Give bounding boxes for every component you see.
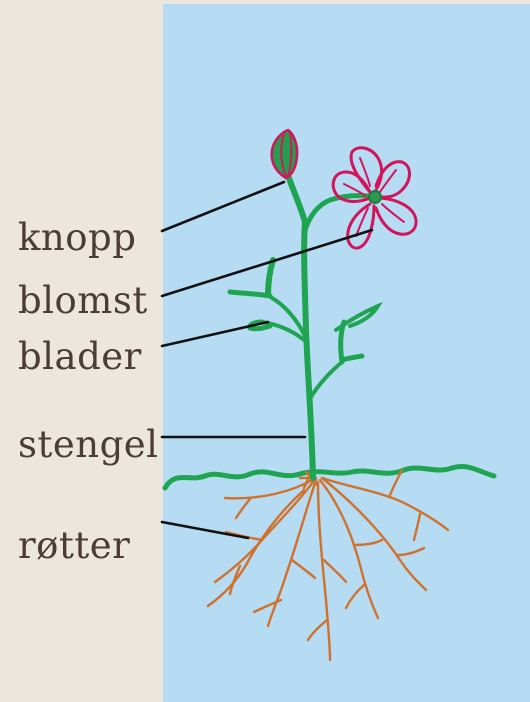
stem [230, 178, 378, 478]
leader-line-leaves [162, 322, 268, 346]
label-leaves: blader [18, 338, 142, 375]
leader-line-bud [162, 182, 284, 231]
bud [272, 130, 298, 178]
label-flower: blomst [18, 282, 148, 319]
label-roots: røtter [18, 527, 130, 564]
label-stem: stengel [18, 426, 159, 463]
leader-line-roots [162, 522, 248, 538]
roots [208, 470, 448, 660]
label-bud: knopp [18, 219, 136, 256]
